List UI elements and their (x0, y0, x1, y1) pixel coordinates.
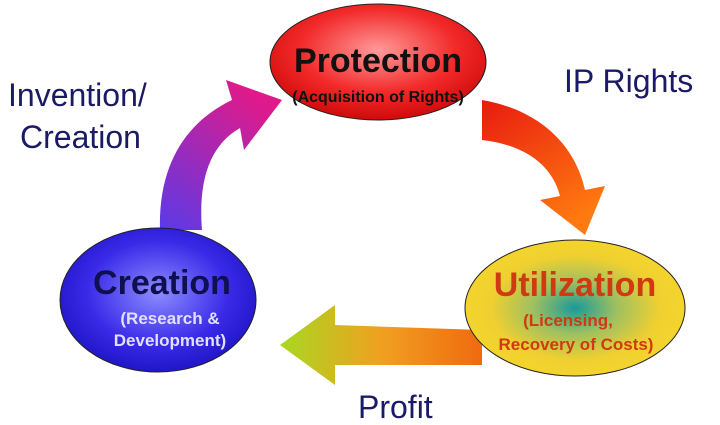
node-creation: Creation (Research & Development) (59, 227, 257, 373)
utilization-title: Utilization (494, 266, 656, 304)
node-protection: Protection (Acquisition of Rights) (269, 3, 487, 121)
utilization-subtitle-2: Recovery of Costs) (499, 335, 654, 354)
node-utilization: Utilization (Licensing, Recovery of Cost… (464, 239, 686, 377)
protection-subtitle: (Acquisition of Rights) (292, 89, 464, 106)
creation-title: Creation (93, 264, 231, 302)
arrow-creation-to-protection (159, 80, 282, 230)
creation-subtitle-2: Development) (114, 331, 226, 350)
utilization-subtitle-1: (Licensing, (523, 311, 613, 330)
arrow-utilization-to-creation (280, 305, 482, 385)
protection-title: Protection (294, 42, 462, 80)
label-profit: Profit (358, 389, 433, 425)
label-ip-rights: IP Rights (564, 63, 693, 99)
label-invention-2: Creation (20, 119, 141, 155)
arrow-protection-to-utilization (482, 100, 605, 235)
creation-subtitle-1: (Research & (120, 309, 219, 328)
label-invention-1: Invention/ (8, 77, 147, 113)
